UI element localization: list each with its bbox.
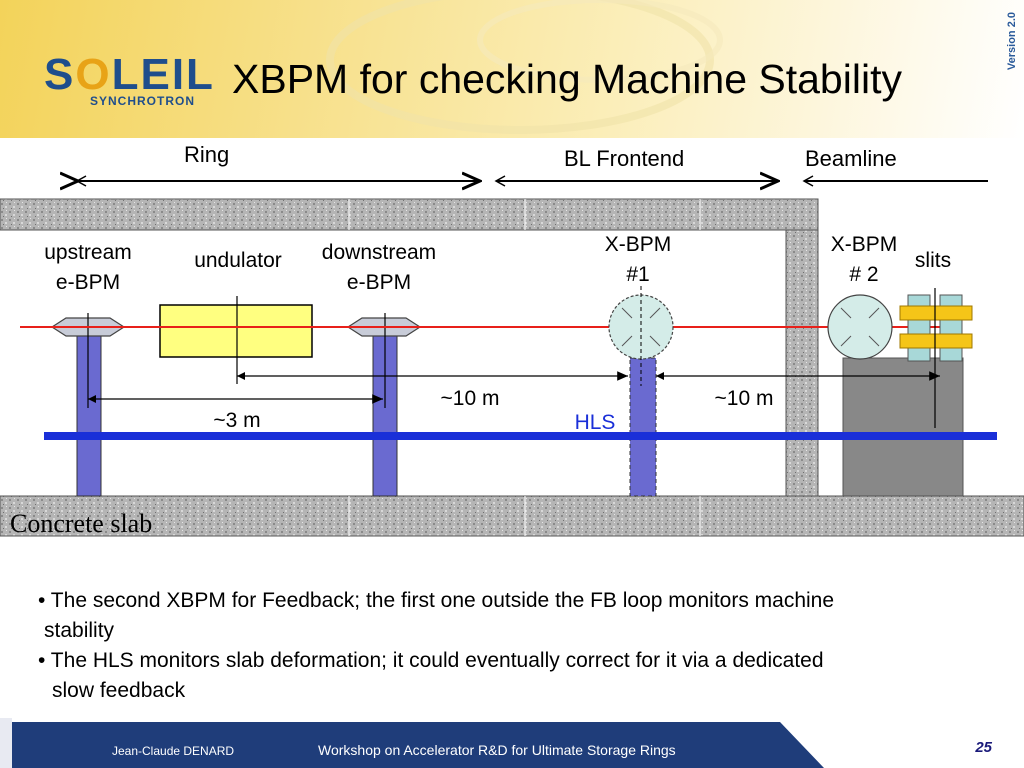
beamline-stand — [842, 357, 964, 497]
logo-text: SOLEIL — [44, 50, 215, 99]
xbpm1-label: X-BPM #1 — [604, 233, 672, 286]
xbpm1-support — [629, 357, 657, 497]
bullet-1-line-2: stability — [44, 619, 115, 642]
soleil-logo: SOLEIL SYNCHROTRON — [44, 50, 215, 108]
bullet-list: • The second XBPM for Feedback; the firs… — [38, 586, 1018, 706]
footer-workshop: Workshop on Accelerator R&D for Ultimate… — [318, 742, 676, 758]
undulator — [159, 304, 313, 358]
dist-3m-label: ~3 m — [213, 409, 261, 432]
bullet-1-line-1: • The second XBPM for Feedback; the firs… — [38, 589, 835, 612]
concrete-slab-label: Concrete slab — [10, 509, 153, 538]
beamline-label: Beamline — [805, 146, 897, 171]
page-title: XBPM for checking Machine Stability — [232, 56, 902, 102]
upstream-bpm-support — [76, 335, 102, 497]
upstream-bpm-label: upstream e-BPM — [44, 241, 132, 294]
slide-number: 25 — [975, 739, 992, 756]
logo-subtext: SYNCHROTRON — [90, 94, 196, 108]
header-decoration — [326, 0, 723, 134]
hls-line — [44, 432, 997, 440]
top-concrete-wall — [0, 198, 819, 231]
bullet-2-line-2: slow feedback — [52, 679, 186, 702]
downstream-bpm-label: downstream e-BPM — [321, 241, 437, 294]
xbpm2-circle — [827, 294, 893, 360]
undulator-label: undulator — [194, 249, 282, 272]
hls-label: HLS — [574, 411, 616, 434]
xbpm2-label: X-BPM # 2 — [830, 233, 898, 286]
concrete-slab — [0, 495, 1024, 537]
footer-author: Jean-Claude DENARD — [112, 744, 235, 758]
version-label: Version 2.0 — [1006, 12, 1018, 71]
bullet-2-line-1: • The HLS monitors slab deformation; it … — [38, 649, 824, 672]
dist-10m-b-label: ~10 m — [714, 387, 774, 410]
dist-10m-a-label: ~10 m — [440, 387, 500, 410]
slits-label: slits — [914, 249, 952, 272]
footer-banner — [0, 718, 1024, 768]
bl-frontend-label: BL Frontend — [564, 146, 685, 171]
ring-label: Ring — [184, 142, 230, 167]
slits-assembly — [899, 288, 973, 428]
beamline-diagram — [0, 138, 1024, 537]
